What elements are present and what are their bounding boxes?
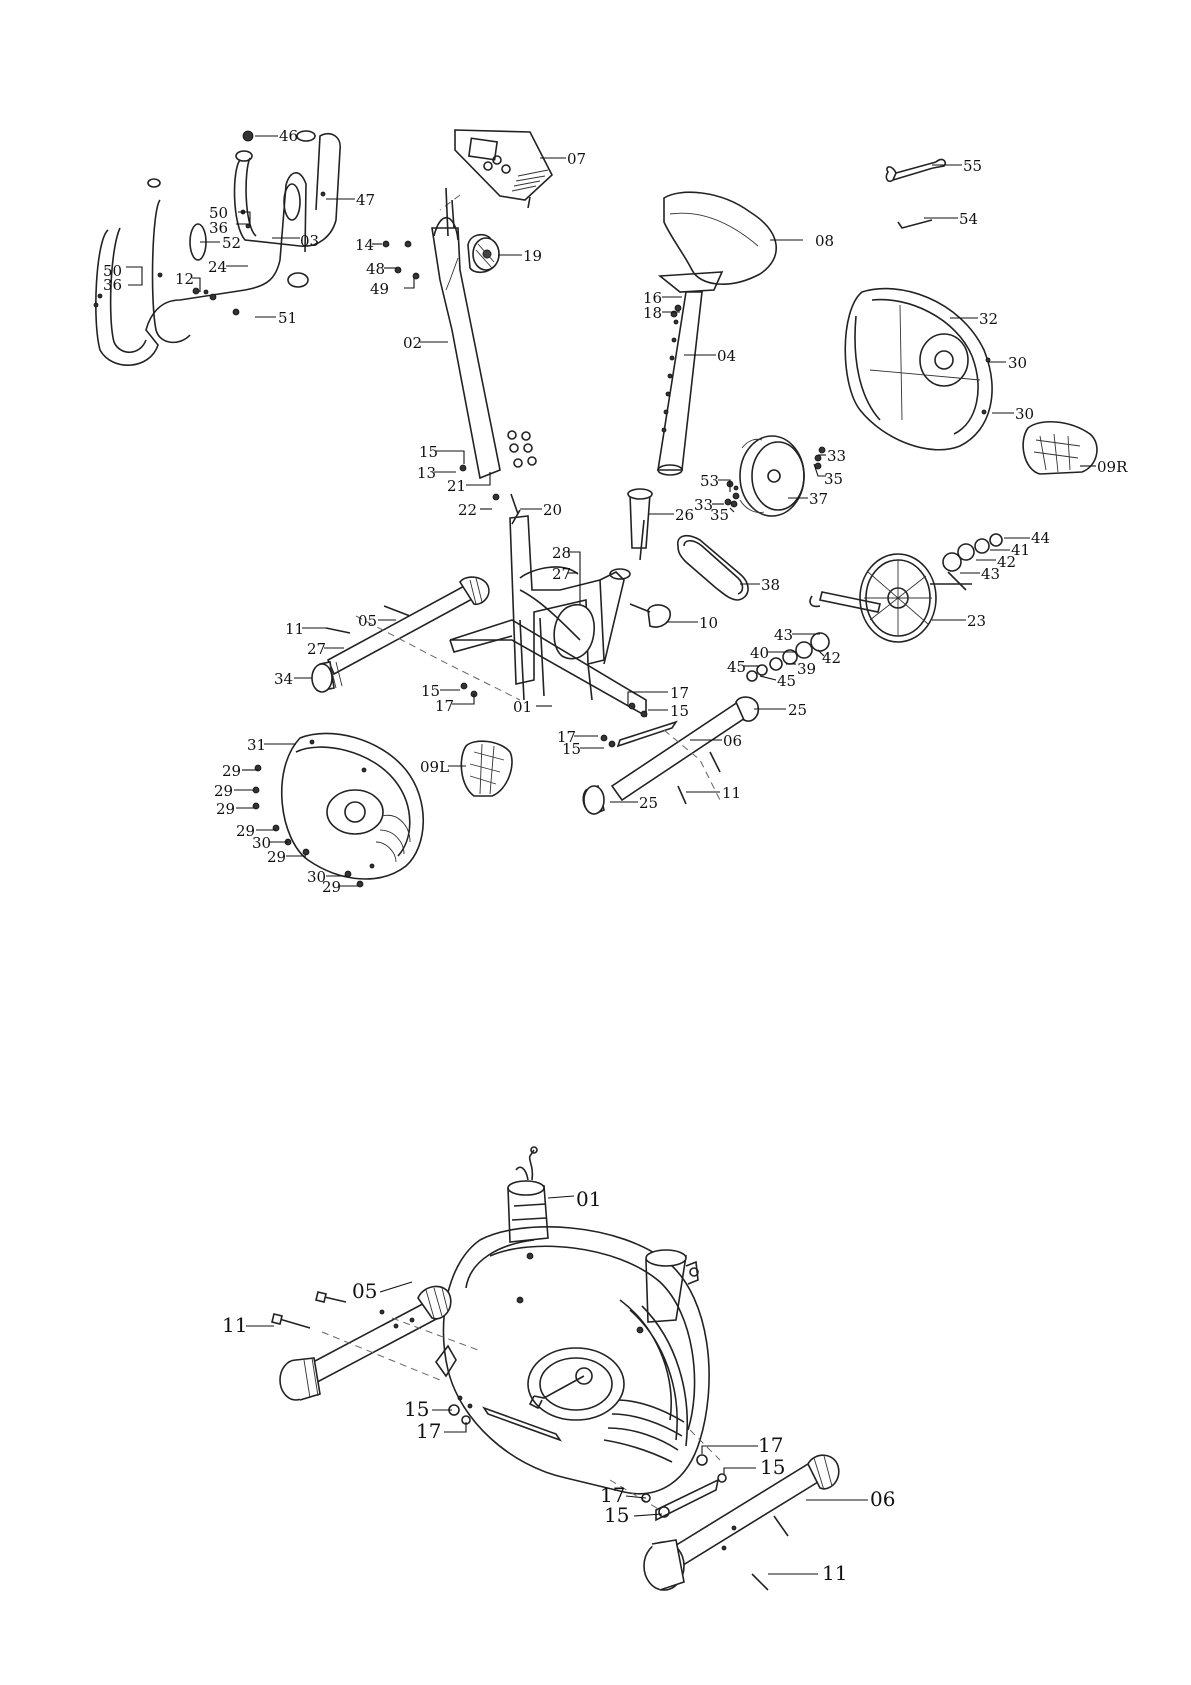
- callout-42b: 42: [822, 649, 841, 667]
- front-stabilizer: [312, 577, 520, 700]
- callout-11a: 11: [285, 620, 304, 638]
- seat: [660, 192, 776, 292]
- callout-29a: 29: [222, 762, 241, 780]
- callout-b-15b: 15: [760, 1455, 785, 1479]
- front-stabilizer-bottom: [280, 1286, 478, 1408]
- callout-15a: 15: [419, 443, 438, 461]
- callout-22: 22: [458, 501, 477, 519]
- callout-46: 46: [279, 127, 298, 145]
- callout-47: 47: [356, 191, 375, 209]
- callout-14: 14: [355, 236, 374, 254]
- callout-05: 05: [358, 612, 377, 630]
- callout-15c: 15: [670, 702, 689, 720]
- callout-53: 53: [700, 472, 719, 490]
- callout-55: 55: [963, 157, 982, 175]
- callout-08: 08: [815, 232, 834, 250]
- callout-06: 06: [723, 732, 742, 750]
- callout-b-01: 01: [576, 1187, 601, 1211]
- callout-15d: 15: [562, 740, 581, 758]
- callout-b-15c: 15: [604, 1503, 629, 1527]
- callout-11b: 11: [722, 784, 741, 802]
- callout-17b: 17: [670, 684, 689, 702]
- callout-39: 39: [797, 660, 816, 678]
- callout-54: 54: [959, 210, 978, 228]
- seat-post: [658, 292, 702, 475]
- callout-35b: 35: [710, 506, 729, 524]
- console: [440, 130, 552, 210]
- callout-30b: 30: [1015, 405, 1034, 423]
- callout-29f: 29: [322, 878, 341, 896]
- callout-27a: 27: [552, 565, 571, 583]
- callout-43a: 43: [981, 565, 1000, 583]
- callout-36b: 36: [103, 276, 122, 294]
- callout-19: 19: [523, 247, 542, 265]
- callout-b-05: 05: [352, 1279, 377, 1303]
- assembly-step-bottom: 01 05 11 15 17 17 15 17 15 06 11: [222, 1147, 895, 1590]
- callout-01a: 01: [513, 698, 532, 716]
- callout-34: 34: [274, 670, 293, 688]
- callout-48: 48: [366, 260, 385, 278]
- flywheel: [725, 436, 821, 516]
- callout-04: 04: [717, 347, 736, 365]
- callout-03: 03: [300, 232, 319, 250]
- callout-45a: 45: [727, 658, 746, 676]
- callout-23: 23: [967, 612, 986, 630]
- callout-18: 18: [643, 304, 662, 322]
- main-body-shroud: [443, 1227, 709, 1494]
- crank-assembly: [747, 534, 1002, 681]
- main-frame: [450, 510, 646, 716]
- callout-12: 12: [175, 270, 194, 288]
- left-pedal: [461, 741, 512, 796]
- callout-32: 32: [979, 310, 998, 328]
- callout-30a: 30: [1008, 354, 1027, 372]
- callouts-top: 46 47 50 36 03 52 50 36 24 12 51 07 14 1…: [103, 127, 1128, 896]
- callout-35a: 35: [824, 470, 843, 488]
- callout-13: 13: [417, 464, 436, 482]
- right-chain-cover: [845, 289, 992, 450]
- callout-25b: 25: [639, 794, 658, 812]
- callout-b-17b: 17: [758, 1433, 783, 1457]
- front-bolts: [272, 1292, 346, 1328]
- callout-43b: 43: [774, 626, 793, 644]
- callout-45b: 45: [777, 672, 796, 690]
- callout-29c: 29: [216, 800, 235, 818]
- callout-29b: 29: [214, 782, 233, 800]
- callout-33a: 33: [827, 447, 846, 465]
- callout-b-11a: 11: [222, 1313, 247, 1337]
- callout-21: 21: [447, 477, 466, 495]
- callout-09L: 09L: [420, 758, 449, 776]
- callout-51: 51: [278, 309, 297, 327]
- callout-b-11b: 11: [822, 1561, 847, 1585]
- callout-52: 52: [222, 234, 241, 252]
- left-chain-cover: [282, 733, 424, 879]
- callout-10: 10: [699, 614, 718, 632]
- callout-17a: 17: [435, 697, 454, 715]
- callout-b-15a: 15: [404, 1397, 429, 1421]
- callout-28: 28: [552, 544, 571, 562]
- belt: [678, 536, 748, 600]
- callout-25a: 25: [788, 701, 807, 719]
- callout-24: 24: [208, 258, 227, 276]
- callout-27b: 27: [307, 640, 326, 658]
- callout-44: 44: [1031, 529, 1050, 547]
- callout-49: 49: [370, 280, 389, 298]
- callout-26: 26: [675, 506, 694, 524]
- callout-40: 40: [750, 644, 769, 662]
- front-upright-post: [405, 188, 500, 478]
- callout-b-06: 06: [870, 1487, 895, 1511]
- callout-09R: 09R: [1097, 458, 1128, 476]
- callout-37: 37: [809, 490, 828, 508]
- callout-38: 38: [761, 576, 780, 594]
- sleeve-and-knob: [628, 489, 670, 627]
- callout-31: 31: [247, 736, 266, 754]
- callout-20: 20: [543, 501, 562, 519]
- callout-29e: 29: [267, 848, 286, 866]
- callout-07: 07: [567, 150, 586, 168]
- callout-02: 02: [403, 334, 422, 352]
- callout-b-17a: 17: [416, 1419, 441, 1443]
- tension-knob: [446, 235, 499, 290]
- exploded-view-top: 46 47 50 36 03 52 50 36 24 12 51 07 14 1…: [94, 127, 1128, 896]
